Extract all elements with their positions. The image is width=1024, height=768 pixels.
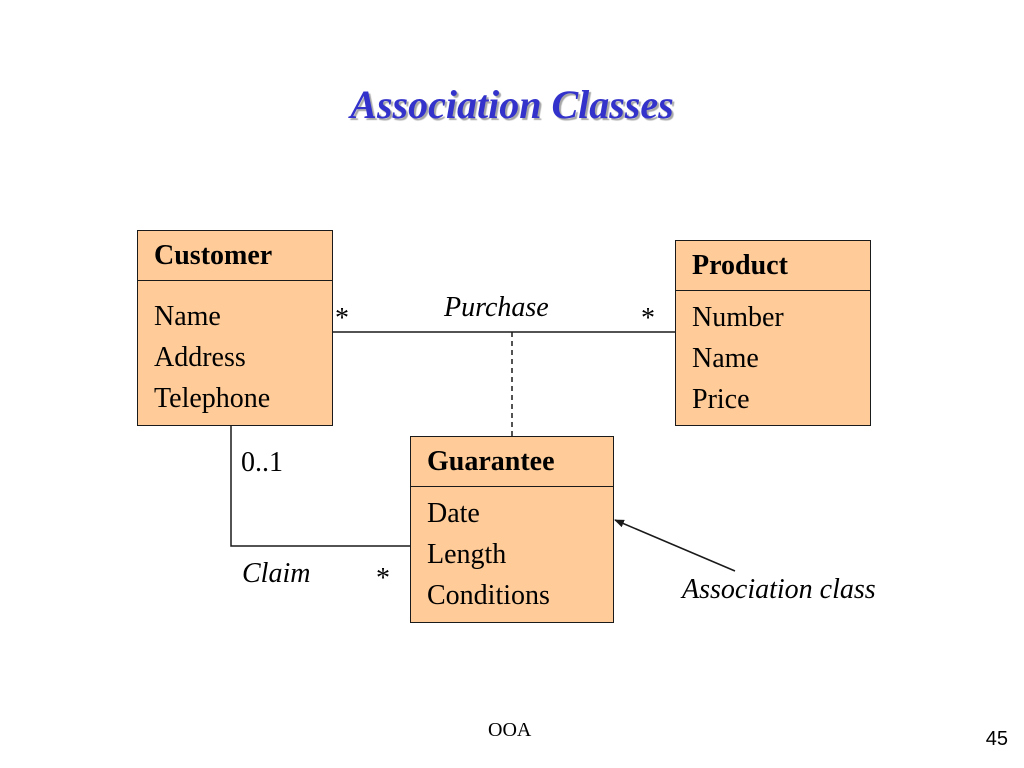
attribute: Number: [692, 302, 784, 333]
footer-label: OOA: [488, 719, 532, 741]
claim-multiplicity-customer: 0..1: [241, 447, 283, 478]
attribute: Price: [692, 384, 750, 415]
purchase-multiplicity-product: *: [641, 303, 655, 334]
class-attributes: Name Address Telephone: [138, 281, 332, 419]
attribute: Name: [692, 343, 759, 374]
class-attributes: Number Name Price: [676, 291, 870, 420]
attribute: Telephone: [154, 383, 271, 414]
customer-class: Customer Name Address Telephone: [137, 230, 333, 426]
attribute: Conditions: [427, 580, 550, 611]
attribute: Length: [427, 539, 507, 570]
class-name: Product: [676, 241, 870, 291]
page-number: 45: [985, 728, 1008, 750]
class-name: Customer: [138, 231, 332, 281]
purchase-multiplicity-customer: *: [335, 303, 349, 334]
product-class: Product Number Name Price: [675, 240, 871, 426]
attribute: Date: [427, 498, 480, 529]
slide-title: Association Classes: [350, 82, 674, 127]
class-name: Guarantee: [411, 437, 613, 487]
class-attributes: Date Length Conditions: [411, 487, 613, 616]
annotation-arrow: [614, 519, 736, 572]
purchase-association-label: Purchase: [444, 292, 549, 323]
attribute: Name: [154, 301, 221, 332]
association-class-annotation: Association class: [682, 574, 876, 605]
claim-association-line: [230, 426, 410, 547]
claim-association-label: Claim: [242, 558, 311, 589]
guarantee-class: Guarantee Date Length Conditions: [410, 436, 614, 623]
claim-multiplicity-guarantee: *: [376, 563, 390, 594]
attribute: Address: [154, 342, 246, 373]
